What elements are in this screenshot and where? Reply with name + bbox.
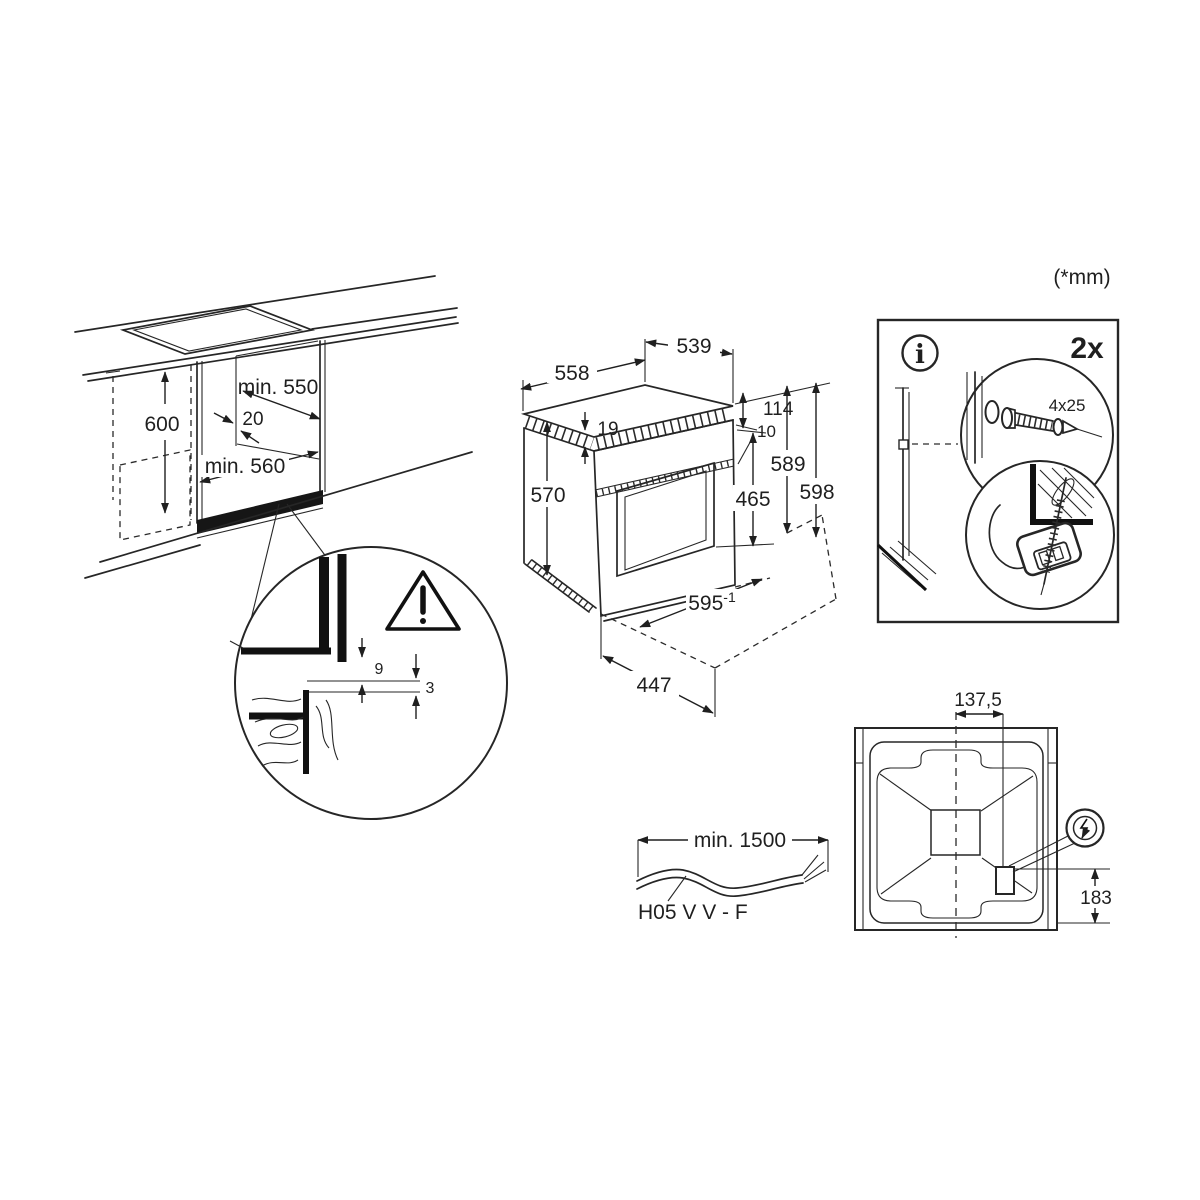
dim-front-overlap: 10 (757, 422, 776, 441)
dim-top-width-back: 539 (676, 335, 711, 358)
oven-dimensions-drawing: 558 539 19 570 114 10 465 589 598 (520, 335, 839, 717)
screw-icon (966, 371, 1103, 464)
dim-front-width: 595-1 (688, 589, 736, 615)
hob-cutout (119, 305, 316, 355)
dim-mains-offset-x: 137,5 (954, 690, 1002, 711)
svg-text:i: i (915, 340, 925, 370)
dim-rear-gap: 20 (242, 409, 263, 430)
warning-icon (385, 570, 461, 631)
dim-total-height: 598 (799, 481, 834, 504)
dim-panel-gap: 3 (426, 680, 435, 697)
dim-control-panel-height: 114 (763, 399, 794, 420)
dim-top-width-front: 558 (554, 362, 589, 385)
units-note: (*mm) (1053, 266, 1110, 289)
dim-height-to-trim: 589 (770, 453, 805, 476)
dim-trim-height: 19 (597, 419, 618, 440)
electric-icon (1008, 808, 1105, 873)
screw-quantity: 2x (1070, 332, 1104, 365)
mains-connection-box (995, 866, 1015, 895)
mounting-detail-box: i 2x 4x25 (876, 318, 1120, 624)
dim-cabinet-height: 600 (144, 413, 179, 436)
plinth-strip (197, 490, 323, 534)
cable-icon (636, 854, 827, 897)
detail-circle: 9 3 (229, 546, 508, 820)
oven-door-window (616, 461, 715, 578)
cabinet-cutout-drawing: 600 min. 550 20 min. 560 (74, 275, 473, 641)
dim-door-inner-height: 465 (735, 488, 770, 511)
dim-body-height: 570 (530, 484, 565, 507)
dim-mains-offset-y: 183 (1080, 888, 1112, 909)
bracket-detail (988, 464, 1095, 596)
dim-cable-length: min. 1500 (694, 829, 786, 852)
rear-panel-drawing: 137,5 183 (854, 690, 1116, 938)
dim-top-depth: min. 550 (238, 376, 319, 399)
wood-grain (251, 697, 339, 767)
power-cable-drawing: min. 1500 H05 V V - F (636, 829, 829, 924)
dim-bottom-depth: min. 560 (205, 455, 286, 478)
dim-body-depth: 447 (636, 674, 671, 697)
dim-panel-overhang: 9 (375, 661, 384, 678)
cable-type-label: H05 V V - F (638, 901, 748, 924)
screw-size-label: 4x25 (1049, 396, 1086, 415)
info-icon: i (901, 334, 939, 372)
